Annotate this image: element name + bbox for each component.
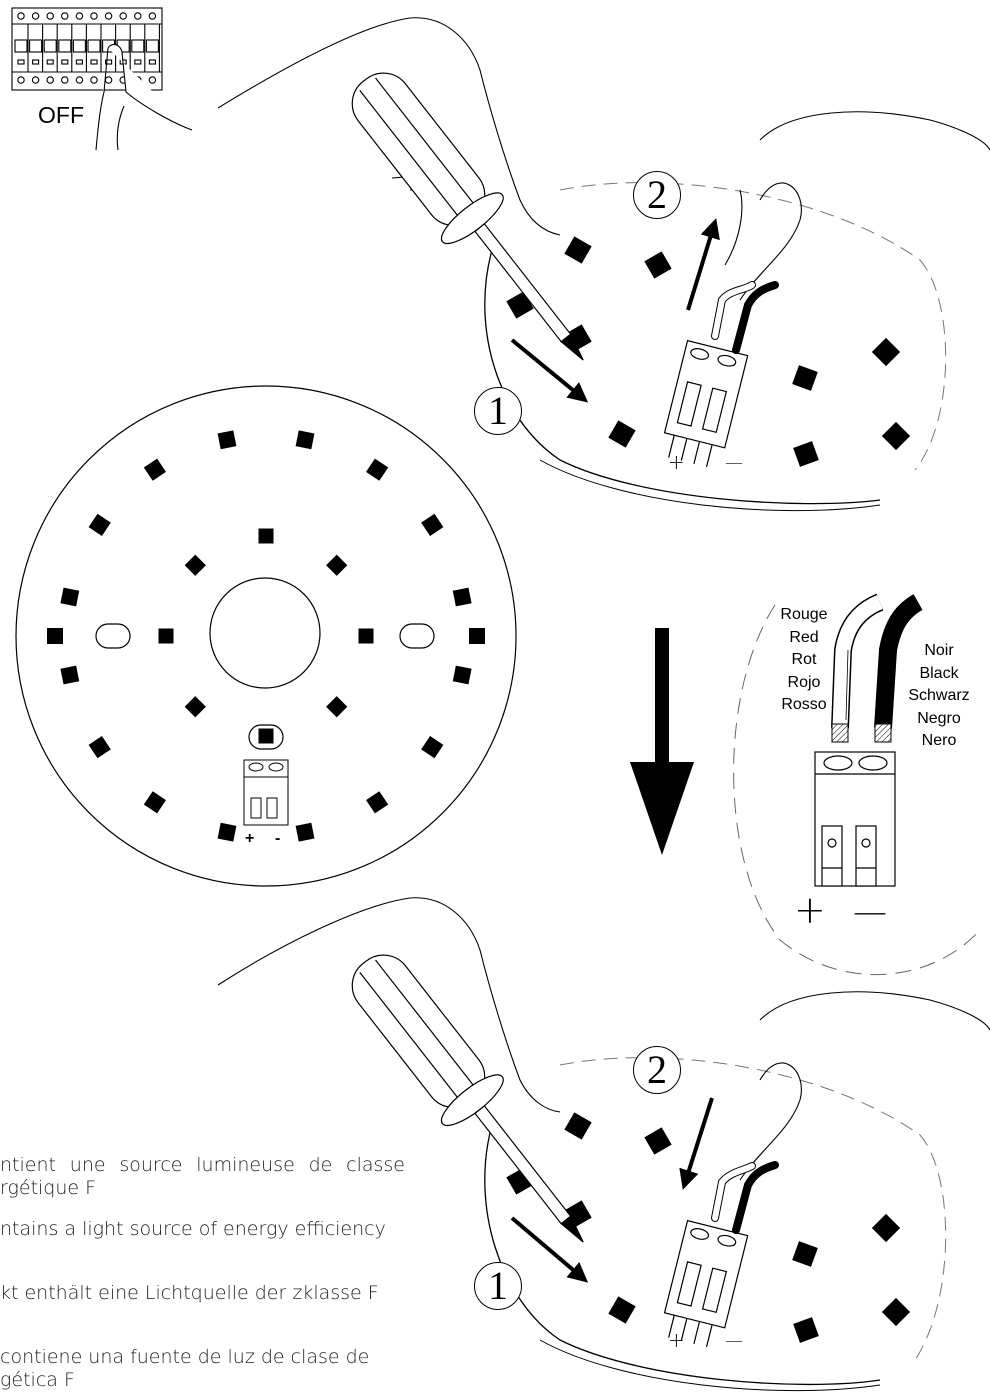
led-chip xyxy=(184,554,206,576)
led-chip xyxy=(258,728,274,744)
lower-minus-sign: — xyxy=(725,1330,743,1351)
upper-plus-sign: + xyxy=(668,450,685,474)
led-chip xyxy=(88,736,111,759)
energy-note-de: kt enthält eine Lichtquelle der zklasse … xyxy=(0,1282,379,1304)
led-chip xyxy=(60,587,80,607)
step-number-pull: 2 xyxy=(633,171,681,219)
energy-note-es: contiene una fuente de luz de clase de g… xyxy=(0,1346,370,1391)
black-wire-labels: Noir Black Schwarz Negro Nero xyxy=(900,640,978,753)
led-chip xyxy=(793,1317,819,1343)
energy-class-notes: ntient une source lumineuse de classe rg… xyxy=(0,1150,405,1400)
screwdriver-icon xyxy=(351,72,584,361)
led-chip xyxy=(644,1127,672,1155)
led-chip xyxy=(871,337,901,367)
black-wire-label-es: Negro xyxy=(917,709,961,727)
led-chip xyxy=(258,528,274,544)
led-chip xyxy=(217,430,237,450)
led-chip xyxy=(421,513,444,536)
press-arrow xyxy=(510,1216,589,1283)
led-chip xyxy=(184,696,206,718)
led-chip xyxy=(881,1297,911,1327)
led-chip xyxy=(60,665,80,685)
led-chip xyxy=(871,1213,901,1243)
led-chip xyxy=(217,822,237,842)
led-chip xyxy=(564,1112,592,1140)
terminal-block xyxy=(663,1219,749,1348)
black-wire-drawing xyxy=(874,594,923,729)
upper-minus-sign: — xyxy=(725,452,743,473)
terminal-block xyxy=(663,339,749,468)
release-arrow xyxy=(510,338,589,403)
led-chip xyxy=(792,365,818,391)
down-arrow-icon xyxy=(630,628,694,855)
red-wire-label-fr: Rouge xyxy=(780,606,828,623)
black-wire-label-it: Nero xyxy=(921,732,957,749)
led-chip xyxy=(47,628,63,644)
inset-plus-sign: + xyxy=(794,888,826,932)
breaker-off-label: OFF xyxy=(38,102,84,128)
led-chip xyxy=(358,628,374,644)
mount-slot-left xyxy=(95,623,131,649)
led-chip xyxy=(421,736,444,759)
finger-icon xyxy=(95,43,193,151)
led-chip xyxy=(326,554,348,576)
mount-slot-right xyxy=(399,623,435,649)
hand-pulling-outline xyxy=(724,111,990,301)
inset-minus-sign: — xyxy=(853,892,887,932)
circuit-breaker-panel xyxy=(11,7,163,91)
screwdriver-icon xyxy=(351,954,584,1243)
upper-removal-scene xyxy=(217,17,990,512)
led-chip xyxy=(608,420,636,448)
red-wire-label-es: Rojo xyxy=(787,673,821,691)
plate-minus-label: - xyxy=(275,830,281,847)
red-wire-label-en: Red xyxy=(789,628,819,646)
led-chip xyxy=(295,430,315,450)
led-chip xyxy=(366,458,389,481)
black-wire-label-de: Schwarz xyxy=(908,687,970,704)
led-chip xyxy=(792,1241,818,1267)
led-chip xyxy=(608,1296,636,1324)
led-chip xyxy=(295,822,315,842)
step-number-release: 1 xyxy=(474,387,522,435)
black-wire-label-fr: Noir xyxy=(924,642,954,659)
led-chip xyxy=(452,587,472,607)
black-wire-label-en: Black xyxy=(919,664,959,682)
red-wire-labels: Rouge Red Rot Rojo Rosso xyxy=(770,604,838,717)
lower-insert-scene xyxy=(217,897,990,1392)
plate-connector xyxy=(243,759,289,826)
pull-arrow xyxy=(686,218,720,311)
inset-terminal-block xyxy=(814,751,896,887)
led-chip xyxy=(88,513,111,536)
wire-dark xyxy=(732,281,779,354)
led-chip xyxy=(326,696,348,718)
led-chip xyxy=(143,458,166,481)
led-chip xyxy=(793,441,819,467)
red-wire-label-it: Rosso xyxy=(781,696,827,713)
plate-edge xyxy=(484,249,881,505)
led-chip xyxy=(158,628,174,644)
led-chip xyxy=(143,791,166,814)
plate-plus-label: + xyxy=(245,830,255,847)
led-chip xyxy=(564,236,592,264)
step-number-insert: 2 xyxy=(633,1046,681,1094)
wire-detail-inset xyxy=(733,593,981,975)
energy-note-fr: ntient une source lumineuse de classe rg… xyxy=(0,1154,405,1199)
center-hole xyxy=(209,577,321,689)
led-chip xyxy=(366,791,389,814)
step-number-press: 1 xyxy=(474,1262,522,1310)
insert-arrow xyxy=(679,1097,714,1190)
red-wire-label-de: Rot xyxy=(791,651,817,668)
led-chip xyxy=(469,628,485,644)
led-chip xyxy=(881,421,911,451)
led-chip xyxy=(644,251,672,279)
energy-note-en: ntains a light source of energy efficien… xyxy=(0,1218,386,1240)
lower-plus-sign: + xyxy=(668,1328,685,1352)
led-chip xyxy=(452,665,472,685)
mounting-plate xyxy=(15,385,517,887)
